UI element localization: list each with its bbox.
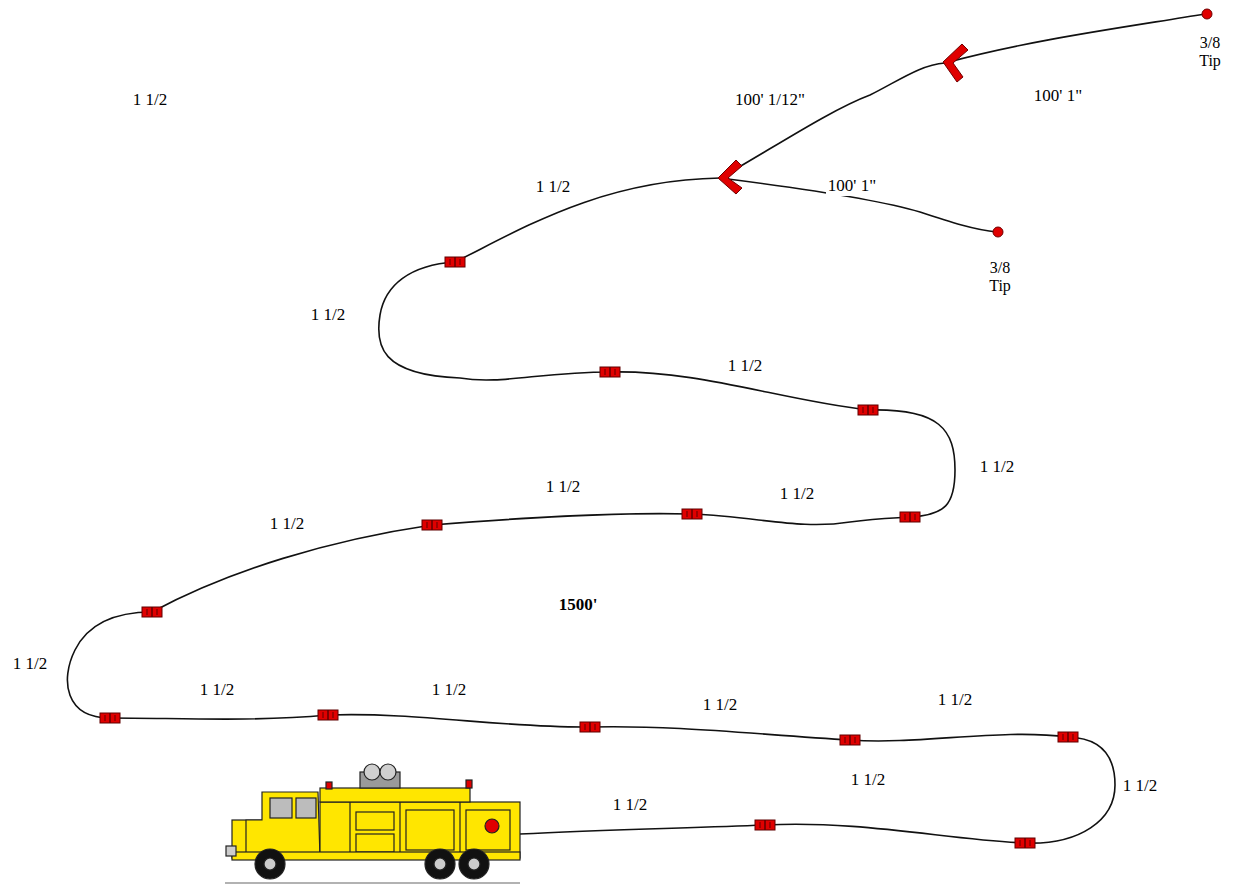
wye-fitting bbox=[943, 44, 968, 82]
hose-size-label: 1 1/2 bbox=[11, 654, 49, 674]
hose-line bbox=[720, 63, 945, 178]
hose-size-label: 1 1/2 bbox=[198, 680, 236, 700]
hose-size-label: 1 1/2 bbox=[611, 795, 649, 815]
hose-size-label: 1 1/2 bbox=[849, 770, 887, 790]
label: 1 1/2 bbox=[131, 90, 169, 110]
hose-size-label: 1 1/2 bbox=[1121, 776, 1159, 796]
hose-line bbox=[945, 14, 1205, 63]
hose-length-label: 100' 1" bbox=[1032, 86, 1084, 106]
nozzle-tip bbox=[1202, 9, 1212, 19]
tip-label: 3/8 Tip bbox=[1191, 34, 1229, 71]
wye-fitting bbox=[718, 160, 742, 194]
hose-size-label: 1 1/2 bbox=[726, 356, 764, 376]
hose-couplings bbox=[100, 257, 1078, 848]
hose-size-label: 1 1/2 bbox=[978, 457, 1016, 477]
hose-size-label: 1 1/2 bbox=[430, 680, 468, 700]
nozzle-tip bbox=[993, 227, 1003, 237]
hose-size-label: 1 1/2 bbox=[268, 514, 306, 534]
hose-length-label: 100' 1/12" bbox=[733, 90, 807, 110]
hose-size-label: 1 1/2 bbox=[309, 305, 347, 325]
hose-size-label: 1 1/2 bbox=[936, 690, 974, 710]
hose-length-label: 100' 1" bbox=[826, 176, 878, 196]
total-length-label: 1500' bbox=[557, 595, 600, 615]
hose-line bbox=[67, 178, 1115, 843]
hose-size-label: 1 1/2 bbox=[534, 177, 572, 197]
fire-truck bbox=[225, 764, 520, 883]
tip-label: 3/8 Tip bbox=[981, 259, 1019, 296]
hose-size-label: 1 1/2 bbox=[701, 695, 739, 715]
hose-size-label: 1 1/2 bbox=[544, 477, 582, 497]
hose-size-label: 1 1/2 bbox=[778, 484, 816, 504]
